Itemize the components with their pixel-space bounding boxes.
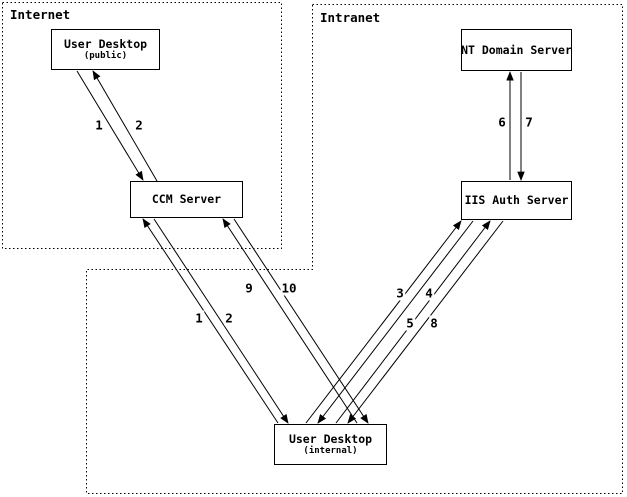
edge-1-internal-desktop-to-ccm	[142, 218, 279, 424]
node-title: User Desktop	[63, 37, 148, 51]
node-title: IIS Auth Server	[464, 193, 569, 207]
node-subtitle: (internal)	[303, 446, 358, 456]
node-subtitle: (public)	[83, 51, 128, 61]
edge-label-10: 10	[280, 280, 298, 296]
edge-label-1-public: 1	[94, 117, 104, 133]
internet-zone-label: Internet	[10, 7, 71, 22]
node-title: CCM Server	[151, 192, 222, 206]
edge-2-ccm-to-internal-desktop	[153, 218, 289, 424]
edge-10-ccm-to-internal-desktop	[233, 218, 369, 424]
node-iis-auth-server: IIS Auth Server	[461, 181, 572, 220]
edge-4-iis-to-internal-desktop	[317, 220, 474, 424]
node-title: NT Domain Server	[461, 42, 572, 57]
edge-label-4: 4	[424, 285, 434, 301]
edge-label-9: 9	[244, 280, 254, 296]
edge-2-ccm-to-public-desktop	[92, 70, 158, 182]
internet-zone-outline	[2, 2, 282, 249]
node-ccm-server: CCM Server	[130, 181, 243, 218]
edge-3-internal-desktop-to-iis	[305, 220, 462, 424]
node-nt-domain-server: NT Domain Server	[461, 29, 572, 71]
edge-label-1-internal: 1	[194, 310, 204, 326]
edge-8-iis-to-internal-desktop	[347, 220, 504, 424]
node-user-desktop-internal: User Desktop (internal)	[274, 424, 387, 465]
edge-label-8: 8	[429, 315, 439, 331]
intranet-zone-label: Intranet	[320, 10, 381, 25]
edge-9-internal-desktop-to-ccm	[222, 218, 358, 424]
intranet-zone-outline	[86, 4, 623, 494]
edge-label-7: 7	[524, 114, 534, 130]
edge-label-5: 5	[405, 315, 415, 331]
edge-label-2-internal: 2	[224, 310, 234, 326]
edge-1-public-desktop-to-ccm	[76, 70, 144, 181]
edge-label-2-public: 2	[134, 117, 144, 133]
node-user-desktop-public: User Desktop (public)	[51, 29, 160, 70]
node-title: User Desktop	[288, 432, 373, 446]
edge-label-3: 3	[395, 285, 405, 301]
edge-label-6: 6	[497, 114, 507, 130]
